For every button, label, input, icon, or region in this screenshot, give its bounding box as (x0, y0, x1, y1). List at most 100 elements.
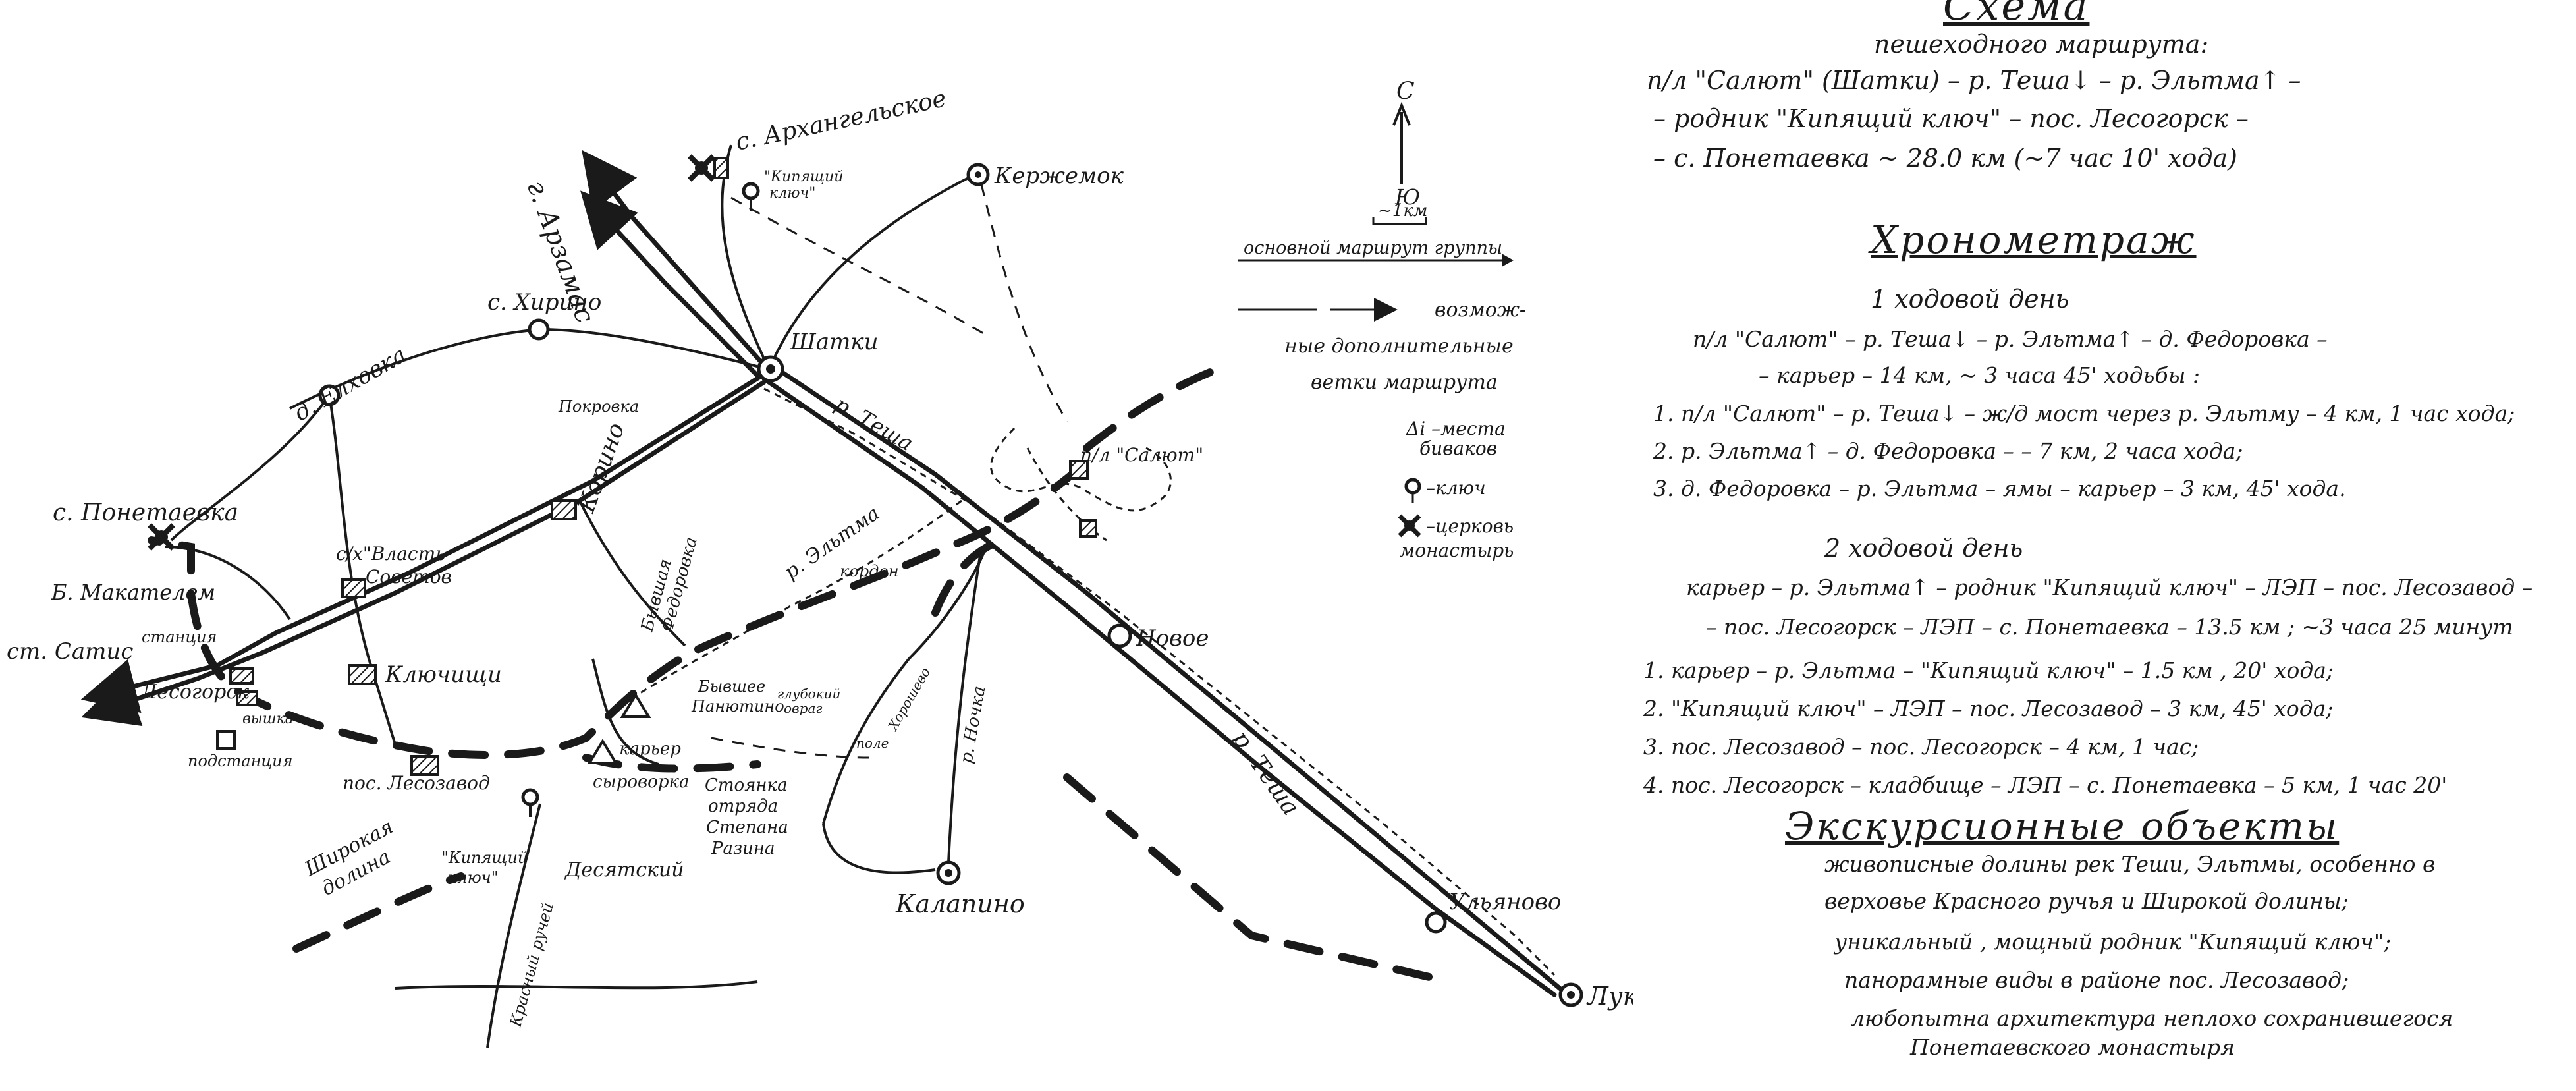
day2-item-1: 1. карьер – р. Эльтма – "Кипящий ключ" –… (1643, 657, 2334, 683)
label-lukoyanov: Лукоянов (1586, 982, 1633, 1011)
label-kipyashchiy-top-1: "Кипящий (764, 169, 843, 185)
label-syrovorka: сыроворка (593, 772, 690, 792)
label-novoe: Новое (1136, 625, 1209, 652)
excursion-2: верховье Красного ручья и Широкой долины… (1824, 888, 2349, 914)
label-kipyashchiy-bottom-2: ключ" (448, 868, 499, 887)
label-elkhovka: д. Елховка (290, 341, 411, 426)
road-elkhovka (170, 394, 331, 542)
town-elkhovka (318, 384, 341, 406)
legend-alt-3: ветки маршрута (1311, 371, 1498, 394)
label-pokrovka: Покровка (558, 397, 639, 416)
camp-marker (587, 739, 618, 764)
label-stoyanka-3: Степана (706, 818, 788, 837)
road-shatki-lukoyanov (775, 366, 1570, 997)
legend-alt-2: ные дополнительные (1284, 335, 1514, 358)
label-desyatskiy: Десятский (564, 858, 684, 881)
settlement-vlast-sovetov (341, 578, 366, 598)
label-kordon: кордон (840, 562, 899, 580)
day1-title: 1 ходовой день (1871, 285, 2069, 314)
river-eltma (612, 499, 962, 713)
church-arkhangelskoe (688, 154, 715, 182)
north-label: С (1396, 78, 1415, 105)
label-glubokiy-ovrag-2: овраг (784, 700, 823, 716)
day1-item-2: 2. р. Эльтма↑ – д. Федоровка – – 7 км, 2… (1653, 438, 2243, 464)
town-novoe (1107, 623, 1132, 648)
excursion-title: Экскурсионные объекты (1785, 804, 2340, 849)
label-korino: Корино (573, 419, 630, 517)
label-klyuchishi: Ключищи (385, 661, 502, 688)
settlement-lesogorsk (229, 667, 254, 685)
day2-item-3: 3. пос. Лесозавод – пос. Лесогорск – 4 к… (1643, 734, 2199, 760)
label-stoyanka-2: отряда (708, 797, 778, 816)
label-st-satis: ст. Сатис (7, 638, 133, 665)
label-podstantsiya: подстанция (188, 752, 293, 770)
day2-line-2: – пос. Лесогорск – ЛЭП – с. Понетаевка –… (1706, 614, 2513, 640)
road-kalapino (822, 540, 989, 874)
label-karer: карьер (619, 739, 681, 759)
road-shatki-kerzhemok (769, 173, 975, 366)
route-notes: Схема пешеходного маршрута: п/л "Салют" … (1633, 0, 2569, 1091)
label-shatki: Шатки (790, 329, 879, 355)
day1-line-1: п/л "Салют" – р. Теша↓ – р. Эльтма↑ – д.… (1693, 326, 2328, 352)
settlement-korino (551, 499, 577, 520)
road-shatki-west (80, 370, 770, 713)
notes-title: Схема (1943, 0, 2090, 30)
label-kerzhemok: Кержемок (994, 163, 1124, 189)
label-ponetaevka: с. Понетаевка (53, 499, 238, 526)
road-shatki-arzamas (582, 150, 770, 372)
label-lesozavod: пос. Лесозавод (343, 772, 490, 794)
legend-spring: –ключ (1426, 477, 1486, 499)
excursion-3: уникальный , мощный родник "Кипящий ключ… (1834, 929, 2392, 955)
label-kipyashchiy-top-2: ключ" (769, 185, 815, 202)
label-khirino: с. Хирино (487, 289, 601, 316)
day1-item-3: 3. д. Федоровка – р. Эльтма – ямы – карь… (1653, 476, 2346, 501)
excursion-6: Понетаевского монастыря (1910, 1034, 2235, 1060)
south-label: Ю (1394, 184, 1420, 210)
legend-camp-1: Δi –места (1406, 418, 1506, 439)
label-stoyanka-1: Стоянка (705, 775, 788, 795)
day1-item-1: 1. п/л "Салют" – р. Теша↓ – ж/д мост чер… (1653, 401, 2515, 426)
north-arrow: С Ю ~1км (1372, 78, 1427, 225)
label-vlast-sovetov-1: с/х"Власть (336, 543, 445, 565)
label-ulyanovo: Ульяново (1449, 889, 1561, 915)
notes-subtitle-1: пешеходного маршрута: (1874, 30, 2209, 59)
excursion-4: панорамные виды в районе пос. Лесозавод; (1844, 967, 2349, 993)
camp-marker (620, 692, 651, 718)
day1-line-2: – карьер – 14 км, ~ 3 часа 45' ходьбы : (1759, 362, 2201, 388)
notes-subtitle-3: – родник "Кипящий ключ" – пос. Лесогорск… (1653, 104, 2249, 133)
label-b-mokatelem: Б. Макателем (51, 580, 215, 605)
label-kalapino: Калапино (895, 889, 1025, 918)
label-stantsiya: станция (142, 628, 217, 646)
excursion-5: любопытна архитектура неплохо сохранивше… (1851, 1005, 2453, 1031)
label-arkhangelskoe: с. Архангельское (733, 85, 948, 156)
route-map: С Ю ~1км основной маршрут группы возмож-… (7, 78, 1633, 1048)
settlement-lesozavod (410, 755, 439, 776)
label-krasny-ruchey: Красный ручей (506, 901, 557, 1030)
legend: основной маршрут группы возмож- ные допо… (1238, 238, 1526, 561)
label-vlast-sovetov-2: Советов (366, 566, 452, 588)
scale-label: ~1км (1378, 201, 1427, 221)
legend-camp-2: биваков (1419, 437, 1497, 459)
alt-route-east (1083, 365, 1222, 452)
notes-subtitle-4: – с. Понетаевка ~ 28.0 км (~7 час 10' хо… (1653, 144, 2237, 173)
label-lesogorsk: пос. Лесогорск (92, 681, 249, 704)
day2-item-4: 4. пос. Лесогорск – кладбище – ЛЭП – с. … (1643, 772, 2448, 798)
label-vyshka: вышка (242, 711, 294, 727)
church-ponetaevka (148, 523, 175, 551)
legend-church-2: монастырь (1400, 540, 1514, 561)
alt-route-kerzhemok (980, 184, 1068, 422)
label-byvshee-panyutino-1: Бывшее (698, 677, 765, 696)
legend-main-route: основной маршрут группы (1244, 238, 1502, 258)
day2-title: 2 ходовой день (1824, 534, 2023, 563)
town-khirino (528, 318, 550, 341)
label-stoyanka-4: Разина (711, 839, 775, 858)
spring-top (742, 182, 760, 211)
spring-bottom (521, 788, 539, 817)
day2-line-1: карьер – р. Эльтма↑ – родник "Кипящий кл… (1686, 574, 2533, 600)
timing-title: Хронометраж (1871, 217, 2197, 262)
label-kipyashchiy-bottom-1: "Кипящий (441, 849, 528, 867)
river-tesha (763, 387, 1556, 976)
day2-item-2: 2. "Кипящий ключ" – ЛЭП – пос. Лесозавод… (1643, 696, 2334, 721)
legend-alt-1: возмож- (1435, 298, 1526, 322)
excursion-1: живописные долины рек Теши, Эльтмы, особ… (1824, 851, 2436, 877)
